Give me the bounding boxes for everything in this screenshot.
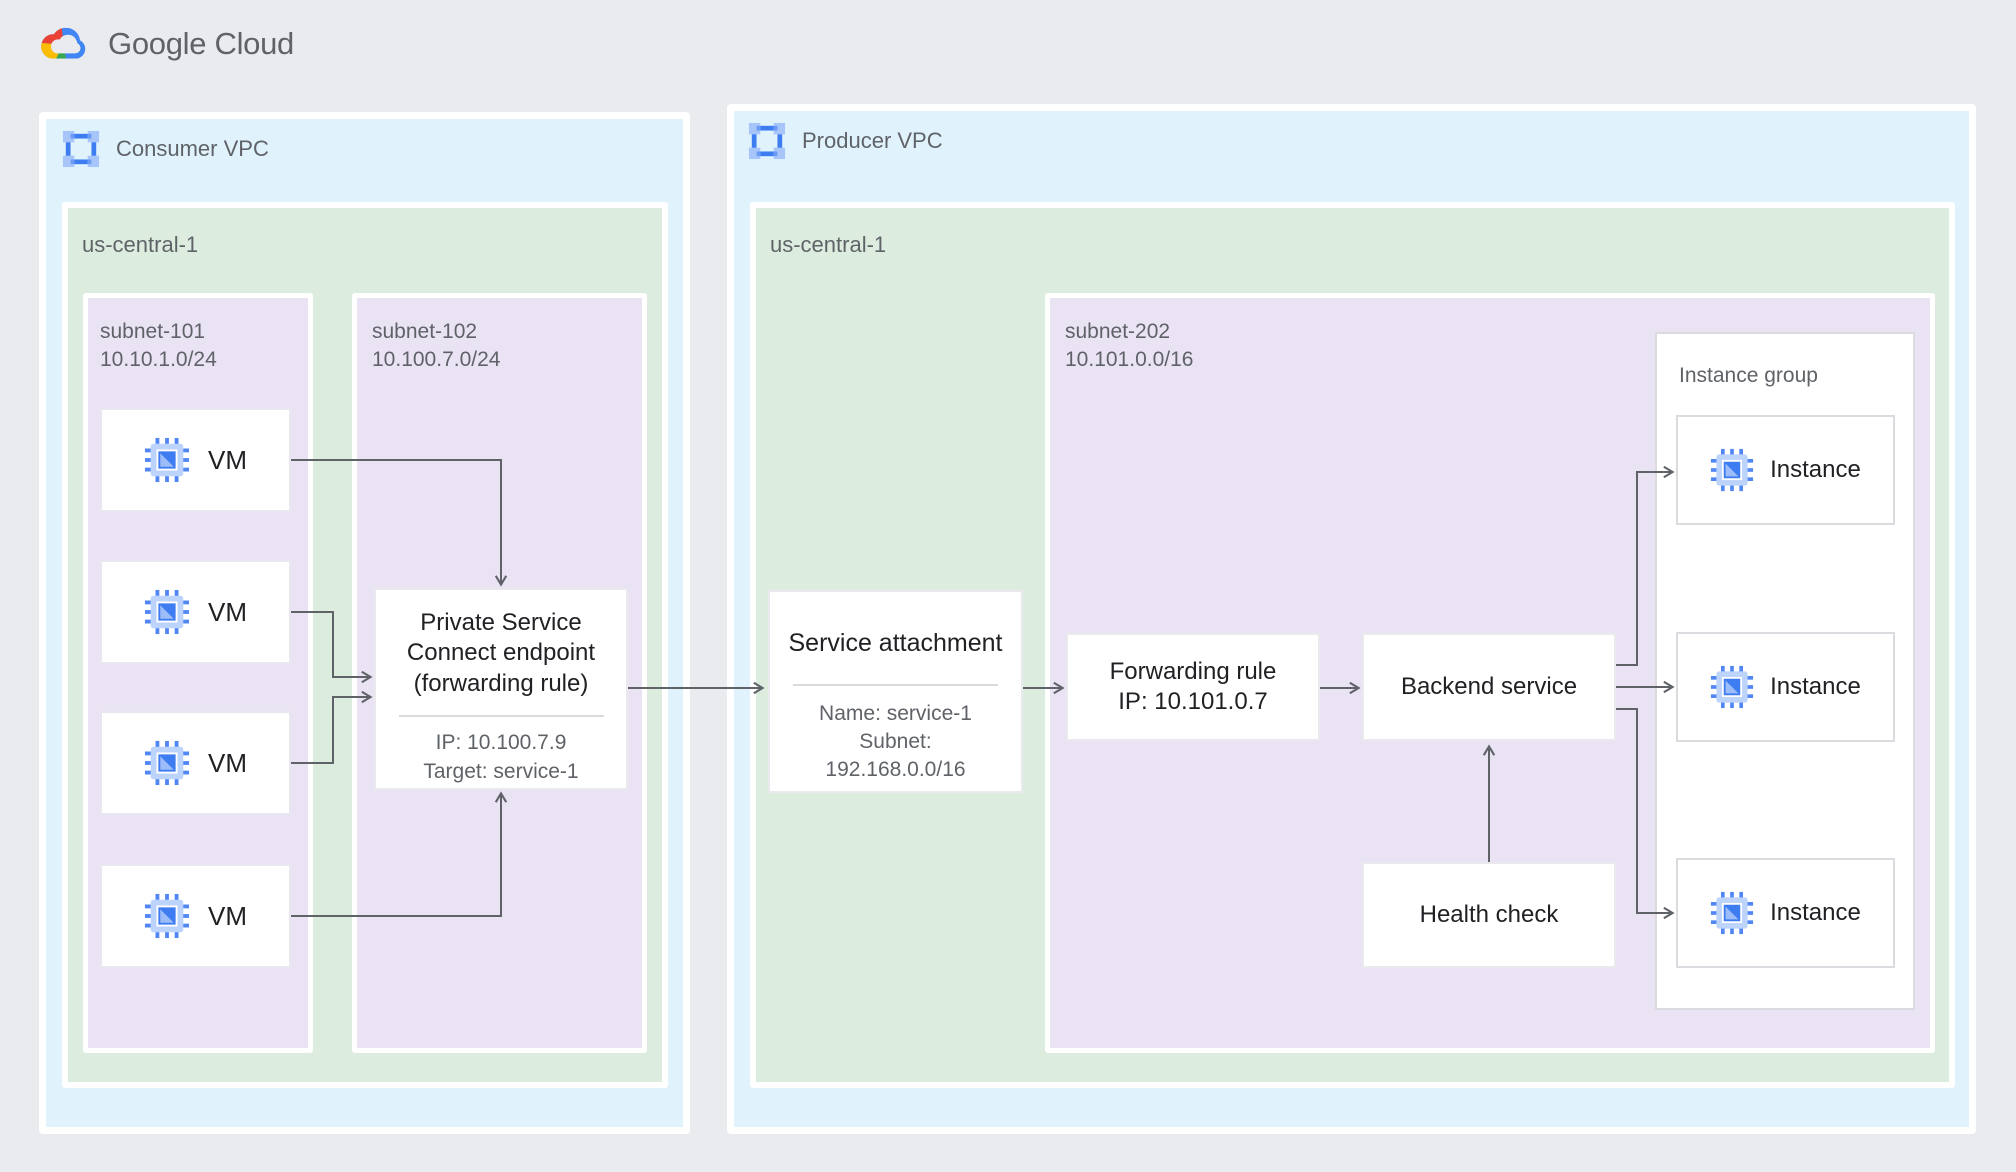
psc-endpoint-card: Private Service Connect endpoint (forwar… <box>374 588 628 790</box>
vpc-icon <box>748 122 786 160</box>
subnet-102: subnet-102 10.100.7.0/24 Private Service… <box>352 293 647 1053</box>
backend-service-card: Backend service <box>1362 633 1616 741</box>
psc-endpoint-title: Private Service Connect endpoint (forwar… <box>406 609 596 697</box>
instance-group-label: Instance group <box>1679 364 1818 387</box>
subnet-101-label: subnet-101 10.10.1.0/24 <box>100 318 217 373</box>
forwarding-rule-card: Forwarding rule IP: 10.101.0.7 <box>1066 633 1320 741</box>
subnet-202-cidr: 10.101.0.0/16 <box>1065 347 1194 371</box>
consumer-vpc-header: Consumer VPC <box>62 129 269 169</box>
health-check-title: Health check <box>1419 900 1559 928</box>
service-attachment-subnet-value: 192.168.0.0/16 <box>825 758 966 781</box>
consumer-vpc-container: Consumer VPC us-central-1 subnet-101 10.… <box>39 112 690 1134</box>
service-attachment-subnet-label: Subnet: <box>859 729 932 753</box>
vm-node-2: VM <box>100 560 291 664</box>
instance-label: Instance <box>1770 673 1861 700</box>
subnet-202: subnet-202 10.101.0.0/16 Forwarding rule… <box>1045 293 1935 1053</box>
google-cloud-logo: Google Cloud <box>38 20 294 68</box>
compute-engine-icon <box>1711 891 1754 935</box>
subnet-202-name: subnet-202 <box>1065 320 1171 343</box>
service-attachment-card: Service attachment Name: service-1 Subne… <box>768 590 1023 793</box>
backend-service-title: Backend service <box>1400 672 1578 700</box>
instance-node-3: Instance <box>1676 858 1895 968</box>
vm-node-3: VM <box>100 711 291 815</box>
vm-label: VM <box>208 900 247 931</box>
producer-vpc-container: Producer VPC us-central-1 Service attach… <box>727 104 1976 1134</box>
instance-label: Instance <box>1770 899 1861 926</box>
instance-node-1: Instance <box>1676 415 1895 525</box>
subnet-102-cidr: 10.100.7.0/24 <box>372 347 501 371</box>
subnet-202-label: subnet-202 10.101.0.0/16 <box>1065 318 1193 373</box>
vpc-icon <box>62 130 100 168</box>
card-divider <box>792 683 999 686</box>
consumer-region-label: us-central-1 <box>82 232 199 257</box>
service-attachment-name: Name: service-1 <box>819 701 972 725</box>
health-check-card: Health check <box>1362 862 1616 968</box>
instance-group: Instance group Insta <box>1655 332 1915 1010</box>
service-attachment-title: Service attachment <box>788 629 1003 657</box>
forwarding-rule-ip: IP: 10.101.0.7 <box>1118 688 1268 715</box>
compute-engine-icon <box>144 740 190 786</box>
vm-label: VM <box>208 596 247 627</box>
google-cloud-logo-icon <box>41 27 86 59</box>
compute-engine-icon <box>1711 448 1754 492</box>
consumer-region: us-central-1 subnet-101 10.10.1.0/24 <box>62 202 668 1088</box>
compute-engine-icon <box>144 893 190 939</box>
vm-label: VM <box>208 444 247 475</box>
psc-endpoint-ip: IP: 10.100.7.9 <box>435 731 567 755</box>
instance-label: Instance <box>1770 456 1861 483</box>
subnet-101-cidr: 10.10.1.0/24 <box>100 347 217 371</box>
psc-endpoint-target: Target: service-1 <box>423 759 579 783</box>
producer-vpc-header: Producer VPC <box>748 121 943 161</box>
producer-region: us-central-1 Service attachment Name: se… <box>750 202 1955 1088</box>
subnet-101-name: subnet-101 <box>100 320 206 343</box>
vm-label: VM <box>208 747 247 778</box>
card-divider <box>398 715 604 718</box>
consumer-vpc-label: Consumer VPC <box>116 136 269 162</box>
google-cloud-logo-text: Google Cloud <box>108 26 294 61</box>
subnet-102-name: subnet-102 <box>372 320 478 343</box>
compute-engine-icon <box>144 589 190 635</box>
subnet-101: subnet-101 10.10.1.0/24 VM <box>83 293 313 1053</box>
compute-engine-icon <box>144 437 190 483</box>
producer-region-label: us-central-1 <box>770 232 887 257</box>
instance-node-2: Instance <box>1676 632 1895 742</box>
compute-engine-icon <box>1711 665 1754 709</box>
subnet-102-label: subnet-102 10.100.7.0/24 <box>372 318 500 373</box>
vm-node-1: VM <box>100 408 291 512</box>
forwarding-rule-title: Forwarding rule <box>1109 657 1277 685</box>
vm-node-4: VM <box>100 864 291 968</box>
producer-vpc-label: Producer VPC <box>802 128 943 154</box>
